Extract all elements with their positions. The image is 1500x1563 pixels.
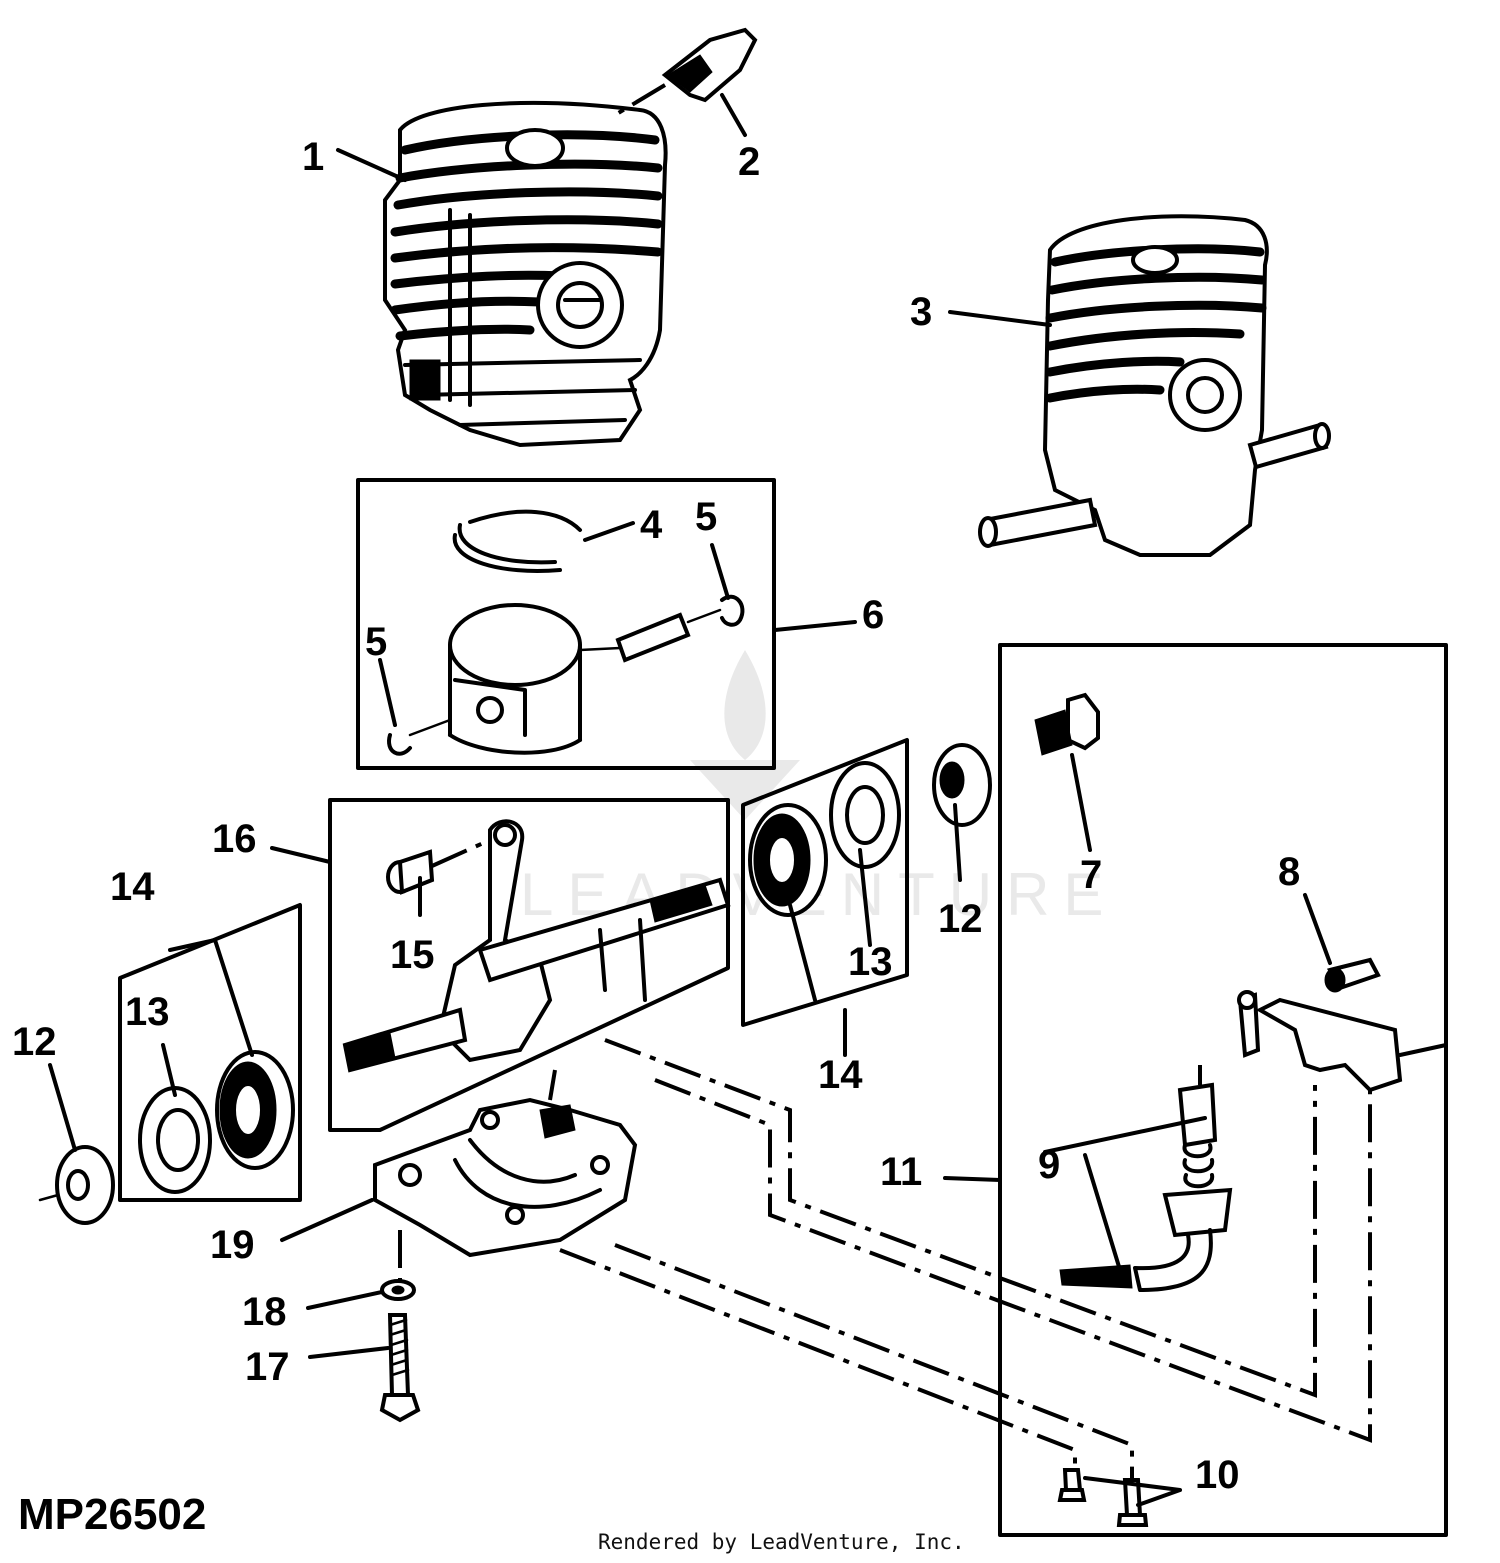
callout-11: 11	[880, 1150, 922, 1194]
callout-14-right: 14	[818, 1053, 863, 1097]
box-6-piston-kit	[356, 478, 776, 770]
part-3-short-block	[978, 214, 1331, 557]
callout-5-top: 5	[695, 495, 717, 539]
callouts: 1 2 3 4 5 5 6 7 8 9 10 11 12 12 13 13 14…	[12, 135, 1300, 1497]
callout-5-left: 5	[365, 620, 387, 664]
assembly-lines	[559, 1038, 1372, 1478]
watermark-v-icon	[690, 760, 800, 820]
part-2-spark-plug	[613, 27, 758, 117]
callout-2: 2	[738, 140, 760, 184]
callout-10: 10	[1195, 1453, 1240, 1497]
callout-14-left: 14	[110, 865, 155, 909]
callout-4: 4	[640, 503, 663, 547]
callout-12-left: 12	[12, 1020, 57, 1064]
callout-7: 7	[1080, 853, 1102, 897]
callout-6: 6	[862, 593, 884, 637]
part-19-crankcase	[373, 1069, 638, 1258]
leader-lines	[48, 93, 1448, 1507]
callout-13-left: 13	[125, 990, 170, 1034]
watermark-flame-icon	[724, 650, 766, 760]
part-17-18-bolt-washer	[379, 1230, 421, 1423]
callout-16: 16	[212, 817, 257, 861]
callout-15: 15	[390, 933, 435, 977]
callout-8: 8	[1278, 850, 1300, 894]
callout-13-right: 13	[848, 940, 893, 984]
part-1-cylinder	[383, 100, 668, 448]
callout-3: 3	[910, 290, 932, 334]
box-14-right-kit	[741, 738, 909, 1027]
box-11-kit	[998, 643, 1448, 1537]
box-16-crankshaft	[328, 798, 731, 1132]
callout-18: 18	[242, 1290, 287, 1334]
callout-17: 17	[245, 1345, 290, 1389]
callout-12-right: 12	[938, 897, 983, 941]
diagram-code: MP26502	[18, 1490, 207, 1539]
callout-9: 9	[1038, 1143, 1060, 1187]
part-12-seals	[38, 743, 992, 1225]
box-14-left-kit	[118, 903, 302, 1202]
callout-1: 1	[302, 135, 324, 179]
callout-19: 19	[210, 1223, 255, 1267]
footer-credit: Rendered by LeadVenture, Inc.	[598, 1530, 965, 1554]
